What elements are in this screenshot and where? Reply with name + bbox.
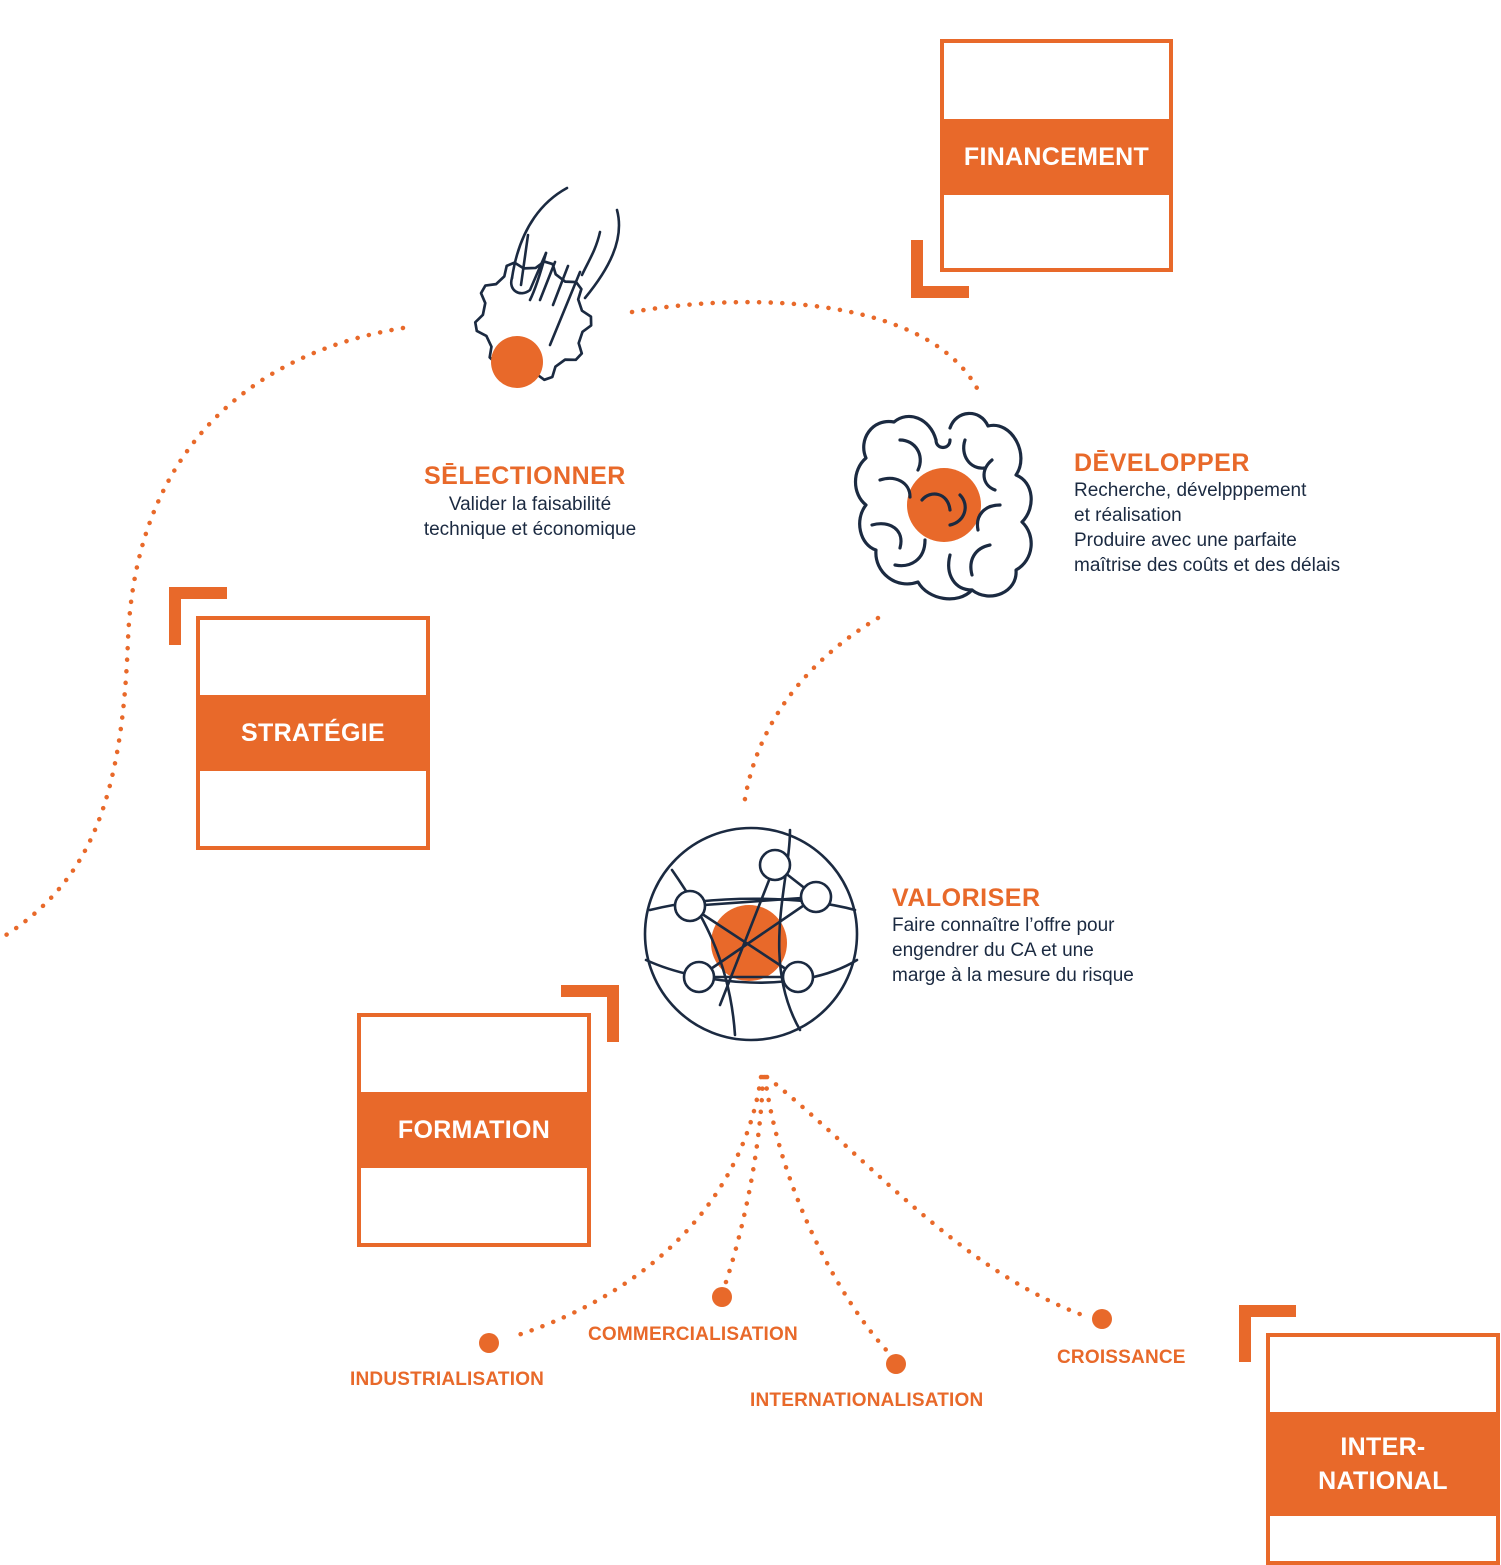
step-selectionner-description: Valider la faisabilité technique et écon… bbox=[380, 492, 680, 542]
dotted-path-commercialisation bbox=[722, 1074, 766, 1288]
bracket-financement bbox=[911, 240, 969, 298]
brain-core bbox=[907, 468, 981, 542]
outcome-dot-commercialisation bbox=[712, 1287, 732, 1307]
selection-core bbox=[491, 336, 543, 388]
card-international: INTER- NATIONAL bbox=[1266, 1333, 1500, 1565]
step-valoriser-title: VALORISER bbox=[892, 884, 1041, 912]
outcome-dot-industrialisation bbox=[479, 1333, 499, 1353]
step-developper-line: Produire avec une parfaite bbox=[1074, 530, 1297, 551]
step-selectionner-line: technique et économique bbox=[423, 519, 637, 540]
card-strategie: STRATÉGIE bbox=[196, 616, 430, 850]
card-formation-label: FORMATION bbox=[361, 1092, 587, 1168]
dotted-path-internationalisation bbox=[762, 1074, 891, 1355]
step-selectionner-title: SĒLECTIONNER bbox=[424, 462, 626, 490]
step-developper-description: Recherche, dévelpppement et réalisation … bbox=[1074, 478, 1340, 578]
step-valoriser-line: engendrer du CA et une bbox=[892, 940, 1094, 961]
card-international-line1: INTER- bbox=[1340, 1433, 1426, 1461]
dotted-path-develop-valorise bbox=[741, 615, 881, 808]
outcome-dot-croissance bbox=[1092, 1309, 1112, 1329]
bracket-international bbox=[1239, 1305, 1296, 1362]
step-developper-title: DĒVELOPPER bbox=[1074, 449, 1250, 477]
card-international-label: INTER- NATIONAL bbox=[1270, 1412, 1496, 1516]
dotted-path-croissance bbox=[764, 1074, 1088, 1319]
outcome-internationalisation: INTERNATIONALISATION bbox=[750, 1390, 984, 1411]
bracket-strategie bbox=[169, 587, 227, 645]
step-developper-line: maîtrise des coûts et des délais bbox=[1074, 555, 1341, 576]
step-developper-line: Recherche, dévelpppement bbox=[1074, 480, 1307, 501]
card-financement-label: FINANCEMENT bbox=[944, 119, 1169, 195]
network-globe-icon bbox=[643, 826, 859, 1042]
outcome-industrialisation: INDUSTRIALISATION bbox=[350, 1369, 545, 1390]
step-valoriser-description: Faire connaître l’offre pour engendrer d… bbox=[892, 913, 1134, 988]
step-developper-line: et réalisation bbox=[1074, 505, 1182, 526]
step-selectionner-line: Valider la faisabilité bbox=[448, 494, 612, 515]
card-financement: FINANCEMENT bbox=[940, 39, 1173, 272]
brain-icon bbox=[853, 411, 1033, 601]
dotted-path-select-develop bbox=[629, 299, 981, 393]
step-valoriser-line: Faire connaître l’offre pour bbox=[892, 915, 1115, 936]
card-strategie-label: STRATÉGIE bbox=[200, 695, 426, 771]
step-valoriser-line: marge à la mesure du risque bbox=[892, 965, 1134, 986]
hand-gear-icon bbox=[473, 186, 621, 382]
network-nodes bbox=[673, 848, 833, 994]
outcome-croissance: CROISSANCE bbox=[1057, 1347, 1186, 1368]
bracket-formation bbox=[561, 985, 619, 1042]
dotted-path-industrialisation bbox=[509, 1074, 764, 1340]
card-formation: FORMATION bbox=[357, 1013, 591, 1247]
card-international-line2: NATIONAL bbox=[1318, 1467, 1448, 1495]
outcome-dot-internationalisation bbox=[886, 1354, 906, 1374]
outcome-commercialisation: COMMERCIALISATION bbox=[588, 1324, 798, 1345]
